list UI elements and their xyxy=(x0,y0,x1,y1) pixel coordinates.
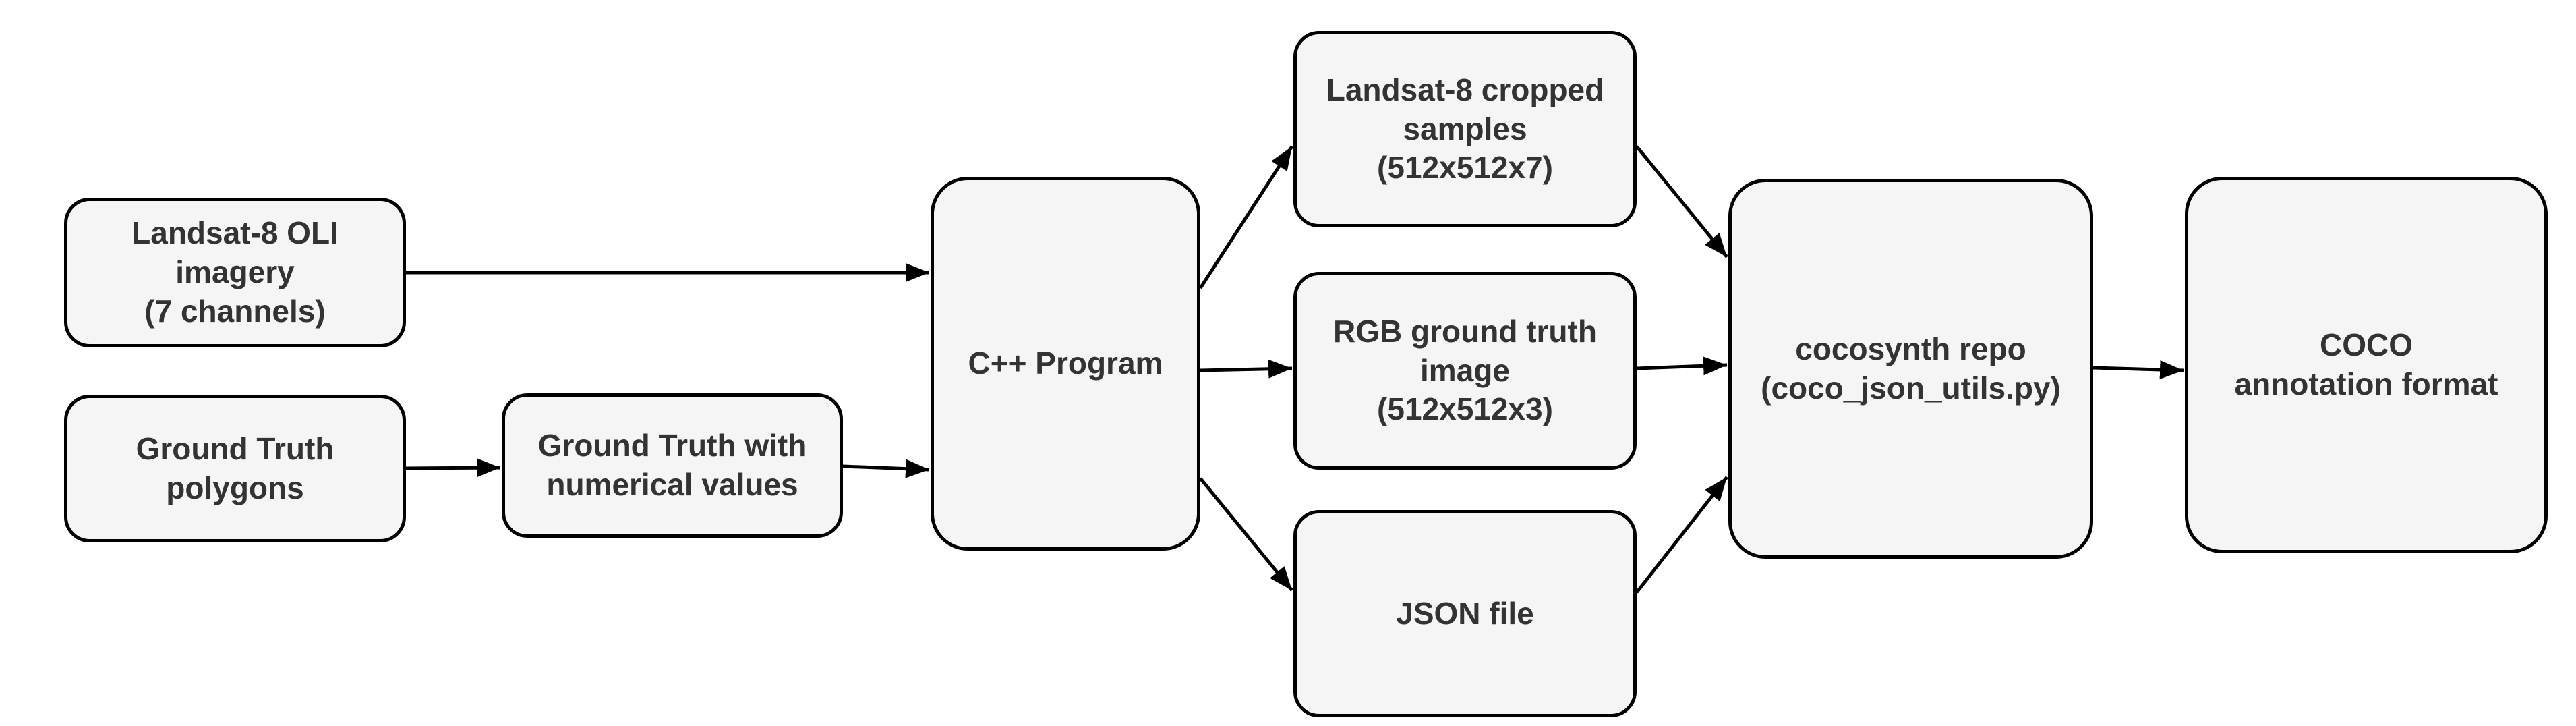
node-cocosynth-repo: cocosynth repo (coco_json_utils.py) xyxy=(1728,179,2093,559)
node-cocosynth-repo-label: cocosynth repo (coco_json_utils.py) xyxy=(1761,331,2061,406)
arrow-cpp-program-to-landsat-cropped xyxy=(1198,145,1294,289)
arrow-ground-truth-numerical-to-cpp-program xyxy=(842,459,930,478)
node-coco-format-label: COCO annotation format xyxy=(2234,327,2498,401)
arrow-rgb-ground-truth-to-cocosynth-repo xyxy=(1636,356,1728,376)
node-coco-format: COCO annotation format xyxy=(2185,177,2548,553)
node-ground-truth-polygons: Ground Truth polygons xyxy=(64,395,406,542)
node-json-file: JSON file xyxy=(1293,510,1637,717)
node-landsat-imagery-label: Landsat-8 OLI imagery (7 channels) xyxy=(131,215,339,329)
arrow-cpp-program-to-json-file xyxy=(1199,477,1293,592)
node-cpp-program: C++ Program xyxy=(931,177,1200,551)
node-landsat-imagery: Landsat-8 OLI imagery (7 channels) xyxy=(64,198,406,347)
arrow-json-file-to-cocosynth-repo xyxy=(1635,476,1728,594)
node-landsat-cropped-label: Landsat-8 cropped samples (512x512x7) xyxy=(1326,72,1604,186)
arrow-cocosynth-repo-to-coco-format xyxy=(2092,360,2184,379)
node-ground-truth-polygons-label: Ground Truth polygons xyxy=(136,430,334,505)
node-ground-truth-numerical: Ground Truth with numerical values xyxy=(502,393,843,538)
arrow-cpp-program-to-rgb-ground-truth xyxy=(1200,359,1293,379)
node-rgb-ground-truth-label: RGB ground truth image (512x512x3) xyxy=(1333,313,1597,427)
node-json-file-label: JSON file xyxy=(1396,595,1534,631)
node-landsat-cropped: Landsat-8 cropped samples (512x512x7) xyxy=(1293,31,1637,227)
arrow-landsat-cropped-to-cocosynth-repo xyxy=(1635,145,1728,258)
node-ground-truth-numerical-label: Ground Truth with numerical values xyxy=(537,428,807,502)
node-cpp-program-label: C++ Program xyxy=(968,345,1163,381)
node-rgb-ground-truth: RGB ground truth image (512x512x3) xyxy=(1293,272,1637,470)
